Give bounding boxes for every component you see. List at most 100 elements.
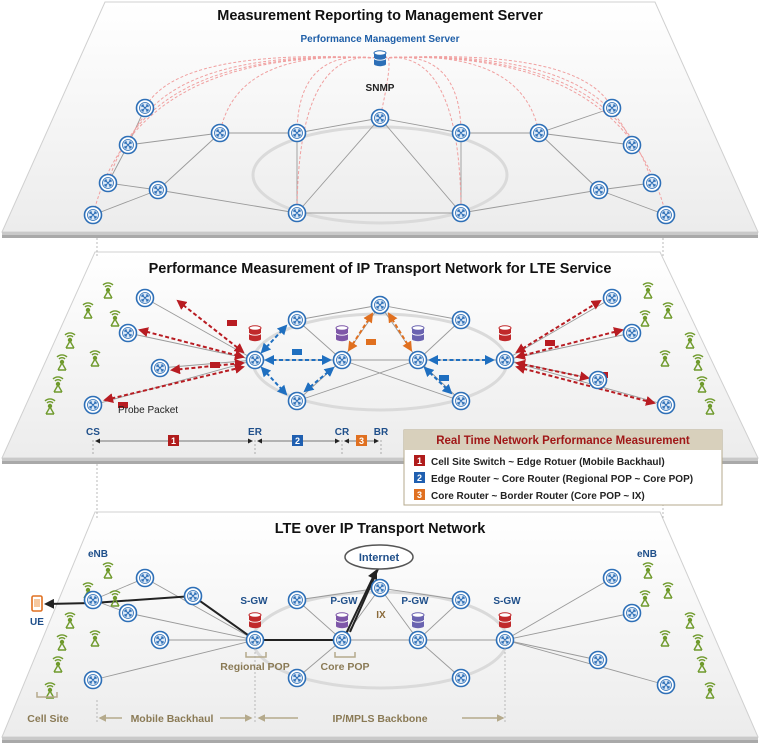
router-icon: [622, 323, 642, 343]
router-icon: [83, 395, 103, 415]
measurement-flow: [347, 312, 374, 352]
router-icon: [135, 98, 155, 118]
router-icon: [656, 675, 676, 695]
router-icon: [118, 135, 138, 155]
network-link: [92, 189, 159, 216]
server-database-icon: [335, 325, 349, 342]
cell-antenna-icon: [52, 656, 64, 673]
router-icon: [602, 288, 622, 308]
pgw-left-label: P-GW: [330, 596, 358, 607]
router-icon: [642, 173, 662, 193]
network-link: [538, 132, 633, 146]
cell-antenna-icon: [704, 398, 716, 415]
snmp-report-line: [296, 56, 377, 134]
network-link: [92, 639, 256, 681]
probe-packet: [366, 339, 376, 345]
server-database-icon: [498, 612, 512, 629]
cell-antenna-icon: [89, 350, 101, 367]
network-link: [296, 359, 419, 402]
server-database-icon: [498, 325, 512, 342]
middle-panel-title: Performance Measurement of IP Transport …: [149, 261, 612, 277]
router-icon: [118, 323, 138, 343]
network-link: [379, 304, 462, 321]
router-icon: [135, 568, 155, 588]
network-nodes: [31, 50, 716, 699]
network-link: [127, 132, 221, 146]
network-link: [296, 304, 381, 321]
snmp-report-line: [144, 56, 377, 109]
measurement-scale: CS ER CR BR 1 2 3: [86, 427, 389, 454]
network-link: [598, 189, 667, 216]
cell-antenna-icon: [56, 354, 68, 371]
management-server-label: Performance Management Server: [301, 34, 460, 45]
measurement-flows: [46, 299, 656, 641]
router-icon: [287, 310, 307, 330]
scale-segment-3-number: 3: [359, 436, 364, 446]
cell-antenna-icon: [102, 562, 114, 579]
legend-title: Real Time Network Performance Measuremen…: [436, 435, 690, 447]
router-icon: [210, 123, 230, 143]
cell-antenna-icon: [639, 590, 651, 607]
measurement-flow: [260, 366, 288, 396]
scale-cs-label: CS: [86, 427, 100, 438]
measurement-legend: Real Time Network Performance Measuremen…: [403, 429, 723, 506]
cell-antenna-icon: [684, 332, 696, 349]
network-link: [379, 587, 419, 641]
scale-segment-2-number: 2: [295, 436, 300, 446]
router-icon: [287, 203, 307, 223]
internet-cloud: Internet: [344, 544, 414, 570]
router-icon: [83, 590, 103, 610]
legend-item-2-number: 2: [417, 473, 422, 483]
server-database-icon: [248, 325, 262, 342]
internet-label: Internet: [359, 552, 400, 564]
cell-antenna-icon: [704, 682, 716, 699]
network-link: [127, 612, 256, 641]
legend-item-1-number: 1: [417, 456, 422, 466]
router-icon: [451, 203, 471, 223]
cell-antenna-icon: [696, 376, 708, 393]
measurement-flow: [387, 312, 413, 352]
probe-packet-label: Probe Packet: [118, 405, 178, 416]
router-icon: [529, 123, 549, 143]
probe-packet: [227, 320, 237, 326]
legend-item-1-text: Cell Site Switch ~ Edge Rotuer (Mobile B…: [431, 457, 665, 468]
probe-packet: [210, 362, 220, 368]
server-database-icon: [248, 612, 262, 629]
snmp-report-line: [219, 56, 377, 134]
network-link: [144, 577, 256, 641]
network-link: [538, 107, 613, 134]
network-link: [417, 319, 462, 361]
cell-antenna-icon: [82, 302, 94, 319]
network-link: [417, 639, 462, 679]
network-link: [460, 189, 600, 214]
top-panel-title: Measurement Reporting to Management Serv…: [217, 8, 543, 24]
cell-antenna-icon: [52, 376, 64, 393]
network-link: [157, 132, 221, 191]
cell-antenna-icon: [89, 630, 101, 647]
measurement-flow: [138, 327, 245, 360]
core-pop-label: Core POP: [320, 661, 369, 673]
cell-antenna-icon: [684, 612, 696, 629]
network-link: [504, 612, 633, 641]
panel-bottom: [1, 511, 759, 743]
network-link: [341, 587, 381, 641]
router-icon: [451, 310, 471, 330]
router-icon: [150, 358, 170, 378]
backbone-label: IP/MPLS Backbone: [332, 713, 427, 725]
cell-antenna-icon: [659, 630, 671, 647]
enb-left-label: eNB: [88, 549, 108, 560]
router-icon: [370, 295, 390, 315]
cell-antenna-icon: [109, 310, 121, 327]
server-database-icon: [411, 612, 425, 629]
router-icon: [451, 123, 471, 143]
router-icon: [589, 180, 609, 200]
bottom-panel-title: LTE over IP Transport Network: [275, 521, 487, 537]
network-link: [504, 639, 667, 686]
router-icon: [118, 603, 138, 623]
network-link: [379, 117, 462, 134]
scale-cr-label: CR: [335, 427, 350, 438]
pop-brackets: [36, 652, 356, 698]
router-icon: [495, 350, 515, 370]
